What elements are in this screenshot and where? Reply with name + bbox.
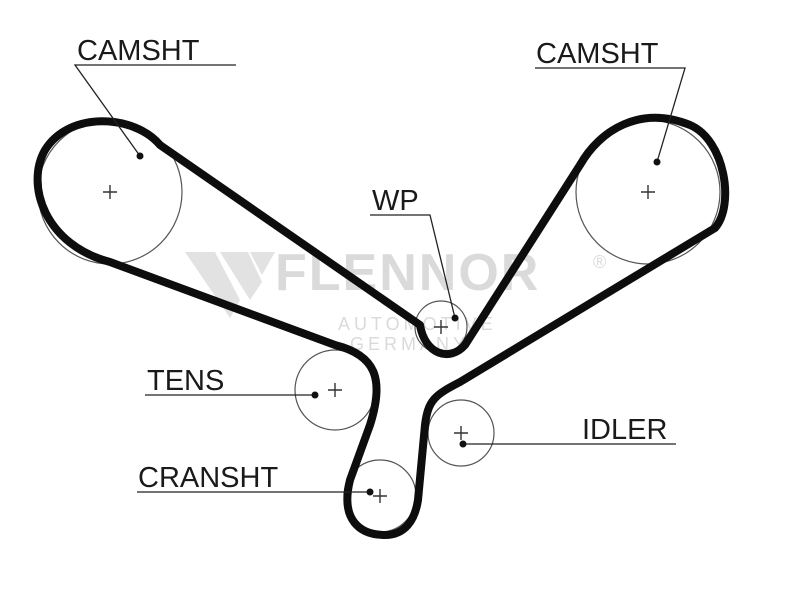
watermark-registered: ® [593, 252, 606, 272]
label-water-pump: WP [372, 185, 419, 217]
camshaft-left-leader [73, 64, 236, 157]
water-pump-center-icon [434, 320, 448, 334]
center-crosses [103, 185, 655, 503]
camshaft-right-leader [535, 67, 686, 163]
idler-marker [459, 440, 467, 448]
crankshaft-center-icon [373, 489, 387, 503]
camshaft-right-marker [653, 158, 661, 166]
idler-center-icon [454, 426, 468, 440]
camshaft-left-center-icon [103, 185, 117, 199]
camshaft-left-marker [136, 152, 144, 160]
water-pump-marker [451, 314, 459, 322]
label-crankshaft: CRANSHT [138, 462, 278, 494]
label-camshaft-left: CAMSHT [77, 35, 200, 67]
camshaft-right-center-icon [641, 185, 655, 199]
timing-belt [33, 113, 730, 539]
tensioner-center-icon [328, 383, 342, 397]
water-pump-leader [370, 214, 456, 319]
leader-dots [136, 152, 661, 496]
label-idler: IDLER [582, 414, 667, 446]
crankshaft-marker [366, 488, 374, 496]
leader-lines [73, 64, 686, 493]
tensioner-marker [311, 391, 319, 399]
label-tensioner: TENS [147, 365, 224, 397]
label-camshaft-right: CAMSHT [536, 38, 659, 70]
watermark: FLENNOR ® AUTOMOTIVE GERMANY [185, 244, 606, 354]
